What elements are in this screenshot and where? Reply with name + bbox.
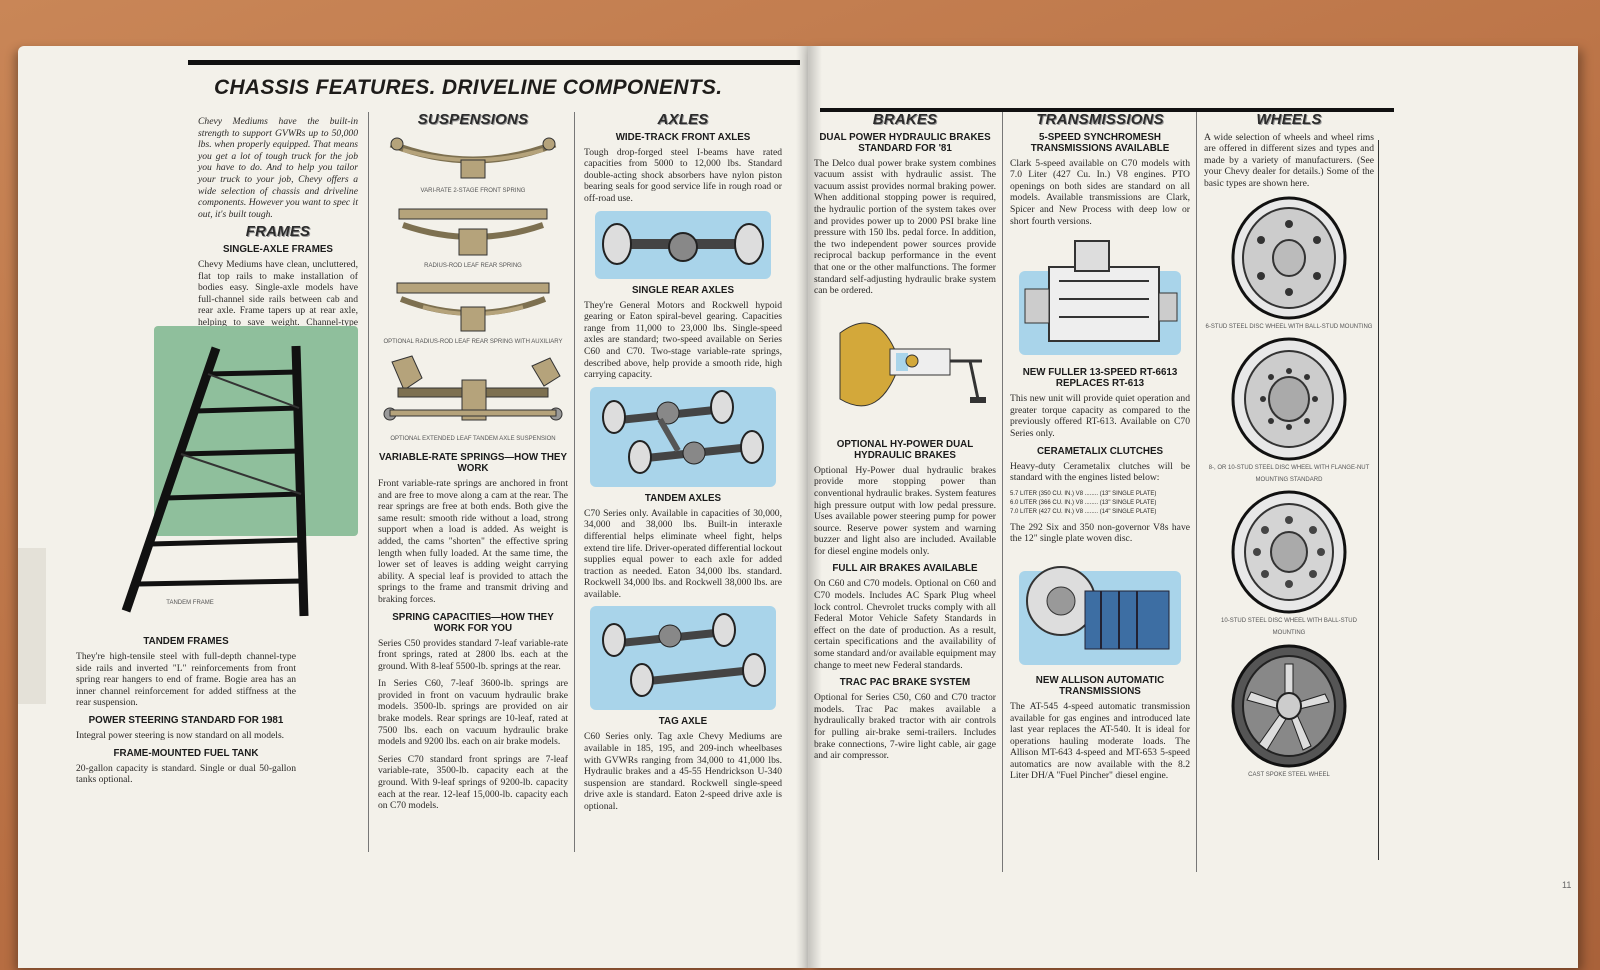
column-suspensions: SUSPENSIONS VARI-RATE 2-STAGE FRONT SPRI… — [378, 112, 568, 818]
column-brakes: BRAKES DUAL POWER HYDRAULIC BRAKES STAND… — [814, 112, 996, 768]
allison-text: The AT-545 4-speed automatic transmissio… — [1010, 700, 1190, 782]
spring-capacities-text-1: Series C50 provides standard 7-leaf vari… — [378, 637, 568, 672]
headline-rule — [188, 60, 800, 113]
left-page — [18, 46, 808, 968]
column-divider — [1196, 112, 1197, 872]
column-divider — [368, 112, 369, 852]
single-rear-axles-title: SINGLE REAR AXLES — [632, 284, 734, 296]
single-axle-frames-title: SINGLE-AXLE FRAMES — [223, 243, 333, 255]
wheel-caption-4: CAST SPOKE STEEL WHEEL — [1248, 771, 1330, 778]
tandem-frames-text: They're high-tensile steel with full-dep… — [76, 651, 296, 709]
intro-paragraph: Chevy Mediums have the built-in strength… — [198, 116, 358, 220]
synchromesh-text: Clark 5-speed available on C70 models wi… — [1010, 157, 1190, 227]
brakes-heading: BRAKES — [872, 111, 938, 128]
suspension-caption-4: OPTIONAL EXTENDED LEAF TANDEM AXLE SUSPE… — [390, 436, 556, 443]
page-headline: CHASSIS FEATURES. DRIVELINE COMPONENTS. — [214, 76, 723, 99]
frames-heading: FRAMES — [245, 223, 311, 241]
column-frames-lower: TANDEM FRAMES They're high-tensile steel… — [76, 630, 296, 792]
cerametalix-text-2: The 292 Six and 350 non-governor V8s hav… — [1010, 521, 1190, 545]
front-spring-illustration — [389, 137, 557, 179]
variable-rate-text: Front variable-rate springs are anchored… — [378, 477, 568, 605]
hy-power-text: Optional Hy-Power dual hydraulic brakes … — [814, 464, 996, 557]
column-divider — [574, 112, 575, 852]
wheels-text: A wide selection of wheels and wheel rim… — [1204, 131, 1374, 189]
power-steering-text: Integral power steering is now standard … — [76, 729, 285, 741]
trac-pac-text: Optional for Series C50, C60 and C70 tra… — [814, 692, 996, 762]
front-axles-title: WIDE-TRACK FRONT AXLES — [615, 131, 751, 143]
tandem-axles-text: C70 Series only. Available in capacities… — [584, 507, 782, 600]
fuller-transmission-illustration — [1019, 240, 1181, 356]
wheels-heading: WHEELS — [1256, 111, 1322, 128]
full-air-text: On C60 and C70 models. Optional on C60 a… — [814, 578, 996, 671]
cerametalix-text: Heavy-duty Cerametalix clutches will be … — [1010, 460, 1190, 484]
single-rear-axles-text: They're General Motors and Rockwell hypo… — [584, 299, 782, 381]
ball-stud-wheel-icon — [1231, 490, 1347, 614]
clutch-row: 5.7 LITER (350 CU. IN.) V8 ........ (13"… — [1010, 490, 1157, 497]
ten-stud-wheel-icon — [1231, 337, 1347, 461]
tandem-axle-illustration — [590, 386, 776, 487]
spine-shadow — [796, 46, 822, 968]
trac-pac-title: TRAC PAC BRAKE SYSTEM — [839, 677, 971, 689]
wheel-caption-2: 8-, OR 10-STUD STEEL DISC WHEEL WITH FLA… — [1208, 465, 1370, 483]
clutch-table: 5.7 LITER (350 CU. IN.) V8 ........ (13"… — [1010, 490, 1190, 517]
allison-title: NEW ALLISON AUTOMATIC TRANSMISSIONS — [1035, 674, 1165, 697]
spring-capacities-text-3: Series C70 standard front springs are 7-… — [378, 753, 568, 812]
auxiliary-spring-illustration — [396, 282, 550, 332]
column-transmissions: TRANSMISSIONS 5-SPEED SYNCHROMESH TRANSM… — [1010, 112, 1190, 788]
dual-power-title: DUAL POWER HYDRAULIC BRAKES STANDARD FOR… — [819, 131, 991, 154]
tag-axle-illustration — [590, 606, 776, 711]
right-header-rule — [820, 108, 1394, 112]
fuel-tank-title: FRAME-MOUNTED FUEL TANK — [113, 747, 259, 759]
wheel-caption-1: 6-STUD STEEL DISC WHEEL WITH BALL-STUD M… — [1205, 323, 1373, 330]
suspension-caption-3: OPTIONAL RADIUS-ROD LEAF REAR SPRING WIT… — [383, 338, 563, 345]
full-air-title: FULL AIR BRAKES AVAILABLE — [832, 563, 978, 575]
axles-heading: AXLES — [657, 111, 709, 128]
clutch-row: 7.0 LITER (427 CU. IN.) V8 ........ (14"… — [1010, 508, 1157, 515]
fuller-text: This new unit will provide quiet operati… — [1010, 393, 1190, 439]
suspension-caption-2: RADIUS-ROD LEAF REAR SPRING — [424, 263, 522, 270]
clutch-row: 6.0 LITER (366 CU. IN.) V8 ........ (13"… — [1010, 499, 1157, 506]
hy-power-title: OPTIONAL HY-POWER DUAL HYDRAULIC BRAKES — [836, 438, 974, 461]
spring-capacities-title: SPRING CAPACITIES—HOW THEY WORK FOR YOU — [392, 611, 554, 634]
hy-power-brake-illustration — [839, 322, 986, 407]
tandem-frames-title: TANDEM FRAMES — [143, 636, 229, 647]
tandem-axles-title: TANDEM AXLES — [644, 492, 722, 504]
fuller-title: NEW FULLER 13-SPEED RT-6613 REPLACES RT-… — [1022, 367, 1178, 390]
column-axles: AXLES WIDE-TRACK FRONT AXLES Tough drop-… — [584, 112, 782, 819]
variable-rate-title: VARIABLE-RATE SPRINGS—HOW THEY WORK — [379, 451, 567, 474]
tag-axle-text: C60 Series only. Tag axle Chevy Mediums … — [584, 731, 782, 813]
tandem-suspension-illustration — [383, 355, 563, 421]
tandem-frame-illustration — [96, 326, 358, 626]
tag-axle-title: TAG AXLE — [658, 716, 708, 728]
fuel-tank-text: 20-gallon capacity is standard. Single o… — [76, 762, 296, 786]
spring-capacities-text-2: In Series C60, 7-leaf 3600-lb. springs a… — [378, 678, 568, 748]
cast-spoke-wheel-icon — [1231, 644, 1347, 768]
column-divider — [1002, 112, 1003, 872]
page-number: 11 — [1562, 880, 1572, 890]
rear-spring-illustration — [398, 208, 548, 256]
right-column-rule — [1378, 140, 1387, 860]
six-stud-wheel-icon — [1231, 196, 1347, 320]
right-page — [808, 46, 1578, 968]
allison-transmission-illustration — [1019, 565, 1181, 665]
column-wheels: WHEELS A wide selection of wheels and wh… — [1204, 112, 1374, 785]
cerametalix-title: CERAMETALIX CLUTCHES — [1036, 445, 1164, 457]
front-axle-illustration — [595, 210, 771, 279]
page-edge — [18, 548, 46, 704]
suspension-caption-1: VARI-RATE 2-STAGE FRONT SPRING — [420, 187, 526, 194]
suspensions-heading: SUSPENSIONS — [417, 111, 529, 128]
wheel-caption-3: 10-STUD STEEL DISC WHEEL WITH BALL-STUD … — [1221, 618, 1357, 636]
power-steering-title: POWER STEERING STANDARD FOR 1981 — [88, 714, 284, 726]
front-axles-text: Tough drop-forged steel I-beams have rat… — [584, 146, 782, 204]
dual-power-text: The Delco dual power brake system combin… — [814, 157, 996, 297]
column-frames: Chevy Mediums have the built-in strength… — [198, 116, 358, 358]
transmissions-heading: TRANSMISSIONS — [1036, 111, 1164, 128]
synchromesh-title: 5-SPEED SYNCHROMESH TRANSMISSIONS AVAILA… — [1030, 131, 1170, 154]
tandem-frame-caption: TANDEM FRAME — [166, 600, 214, 606]
